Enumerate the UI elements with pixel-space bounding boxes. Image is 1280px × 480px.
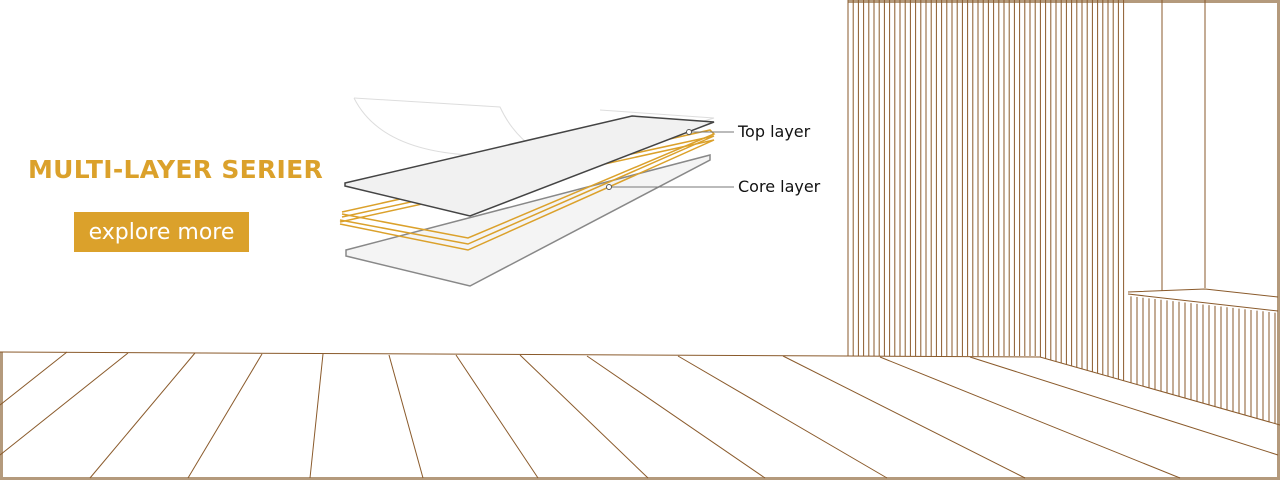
flooring-layers-diagram: [339, 97, 734, 287]
floor-board-line: [969, 356, 1279, 456]
floor-board-line: [677, 355, 888, 479]
floor-board-line: [0, 351, 68, 406]
hero-title: MULTI-LAYER SERIER: [28, 155, 324, 184]
floor-board-line: [586, 355, 766, 479]
floor-board-line: [89, 352, 196, 479]
floor-board-line: [388, 354, 424, 479]
floor-board-line: [309, 353, 324, 479]
top-layer-label: Top layer: [738, 122, 811, 141]
floor-board-line: [0, 352, 129, 456]
explore-more-button[interactable]: explore more: [74, 212, 249, 252]
floor-board-line: [782, 355, 1026, 479]
core-layer-label: Core layer: [738, 177, 821, 196]
floor-board-line: [187, 353, 263, 479]
floor-board-line: [455, 354, 539, 479]
floor-board-line: [519, 354, 649, 479]
floor-board-line: [879, 356, 1181, 479]
